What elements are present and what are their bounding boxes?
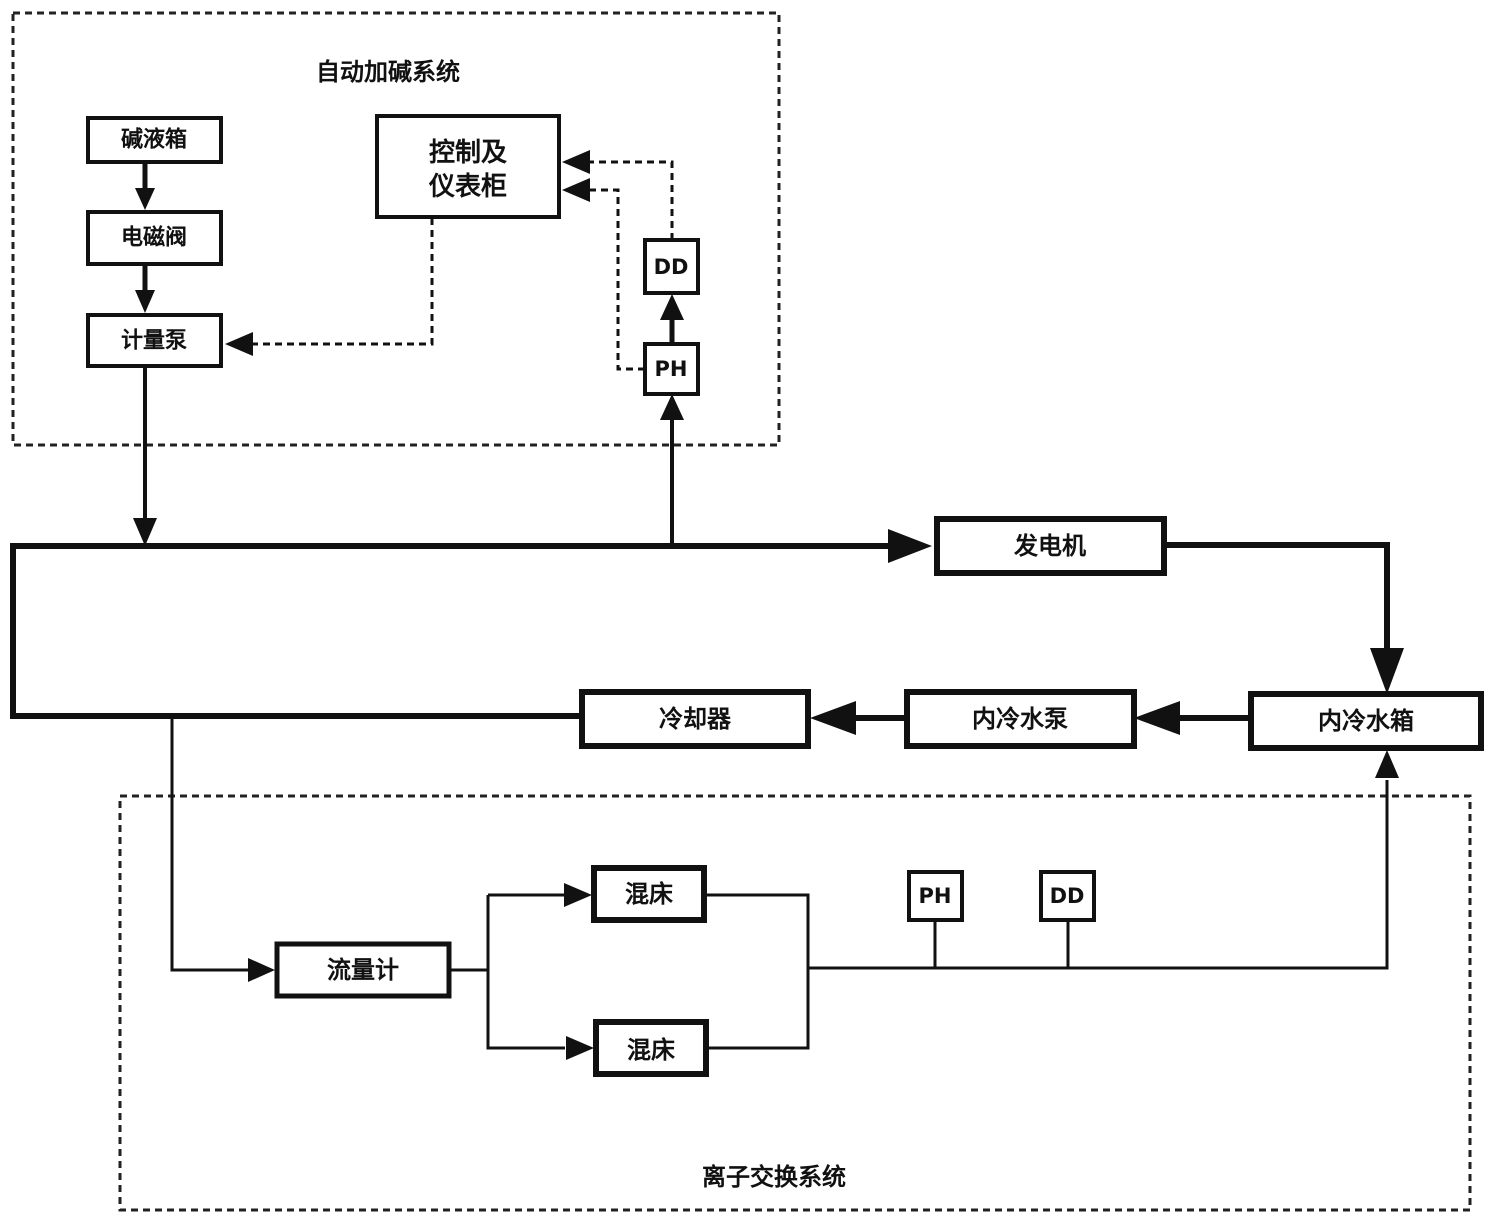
ph-sensor-label: PH xyxy=(655,357,688,381)
arrow-to-water-tank-return xyxy=(1375,750,1399,778)
cooler-label: 冷却器 xyxy=(659,705,732,733)
internal-water-pump-label: 内冷水泵 xyxy=(972,705,1068,733)
arrow-to-ph-sensor xyxy=(660,394,684,420)
generator-label: 发电机 xyxy=(1013,532,1086,560)
arrow-to-generator xyxy=(888,529,932,563)
arrow-to-flowmeter xyxy=(248,958,275,982)
cooler-box: 冷却器 xyxy=(579,689,811,749)
bypass-to-flowmeter-line xyxy=(170,716,250,972)
alkali-tank-label: 碱液箱 xyxy=(121,127,187,153)
arrow-to-metering-pump xyxy=(135,290,155,313)
mixed-bed-top-label: 混床 xyxy=(625,880,673,908)
ion-dd-sensor-label: DD xyxy=(1050,884,1085,908)
control-signal-line xyxy=(252,218,434,346)
split-upper-line xyxy=(486,895,565,1050)
mixed-bed-bottom-box: 混床 xyxy=(593,1019,709,1077)
arrow-to-bed-bottom xyxy=(566,1036,594,1060)
ph-signal-line xyxy=(588,188,645,371)
mixed-bed-top-box: 混床 xyxy=(591,865,707,923)
ion-exchange-boundary xyxy=(118,794,1472,1212)
internal-water-tank-label: 内冷水箱 xyxy=(1318,707,1414,735)
control-cabinet-label-line2: 仪表柜 xyxy=(428,172,507,202)
flowmeter-box: 流量计 xyxy=(274,941,452,999)
arrow-to-bed-top xyxy=(564,883,592,907)
alkali-system-title: 自动加碱系统 xyxy=(316,58,460,86)
dd-sensor-label: DD xyxy=(654,255,689,279)
metering-pump-box: 计量泵 xyxy=(86,313,223,368)
internal-water-pump-box: 内冷水泵 xyxy=(904,689,1137,749)
supply-line xyxy=(10,543,888,719)
alkali-tank-box: 碱液箱 xyxy=(86,116,223,164)
generator-box: 发电机 xyxy=(934,516,1167,576)
metering-pump-label: 计量泵 xyxy=(121,329,187,354)
arrow-to-water-tank xyxy=(1370,648,1404,694)
control-cabinet-box: 控制及 仪表柜 xyxy=(375,114,561,219)
return-line xyxy=(808,780,1389,970)
bed-top-outlet-line xyxy=(704,893,810,1050)
ph-signal-arrow xyxy=(562,178,590,202)
dd-signal-line xyxy=(588,160,674,240)
dd-sensor-box: DD xyxy=(643,238,700,295)
ion-ph-sensor-label: PH xyxy=(919,884,952,908)
control-signal-arrow xyxy=(225,332,253,356)
mixed-bed-bottom-label: 混床 xyxy=(627,1036,675,1064)
solenoid-valve-box: 电磁阀 xyxy=(86,210,223,266)
flowmeter-label: 流量计 xyxy=(327,956,399,984)
solenoid-valve-label: 电磁阀 xyxy=(121,225,187,251)
ion-exchange-title: 离子交换系统 xyxy=(702,1163,846,1191)
arrow-to-water-pump xyxy=(1134,701,1180,735)
arrow-to-dd-sensor xyxy=(660,294,684,320)
dd-signal-arrow xyxy=(562,150,590,174)
generator-to-tank-line xyxy=(1164,542,1390,650)
main-loop-pipes xyxy=(10,542,1390,721)
arrow-to-cooler xyxy=(810,701,856,735)
ion-ph-sensor-box: PH xyxy=(907,870,964,922)
internal-water-tank-box: 内冷水箱 xyxy=(1248,691,1484,751)
arrow-to-valve xyxy=(135,188,155,210)
ion-dd-sensor-box: DD xyxy=(1039,870,1096,922)
control-cabinet-label-line1: 控制及 xyxy=(429,138,507,168)
arrow-to-main-pipe xyxy=(133,518,157,546)
ph-sensor-box: PH xyxy=(643,342,700,396)
